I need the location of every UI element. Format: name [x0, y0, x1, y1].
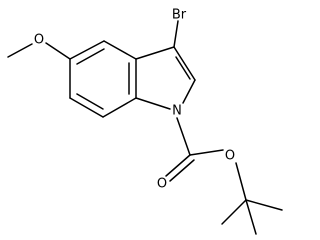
- atom-label-br: Br: [172, 8, 187, 23]
- bond-c7-c6: [69, 97, 104, 118]
- bond-c4-c3a: [103, 40, 137, 60]
- bond-o-quaternary: [235, 162, 247, 201]
- bond-tbu-methyl-left: [221, 199, 247, 225]
- bond-c7a-c7: [102, 97, 137, 118]
- bond-carbonyl-o-ester: [189, 149, 224, 156]
- bond-n1-c7a: [135, 97, 171, 110]
- bond-c3-c2: [173, 46, 196, 81]
- atom-label-o-carbonyl: O: [157, 177, 167, 192]
- bond-methyl-o: [7, 43, 33, 58]
- bond-c3-br: [173, 20, 179, 48]
- structure-canvas: Br O N O O: [7, 8, 283, 235]
- bond-c3a-c3: [135, 46, 175, 60]
- bond-c5-c4: [69, 40, 105, 60]
- bond-carbonyl-o-double-b: [169, 159, 195, 182]
- atom-label-o-ester: O: [225, 149, 235, 164]
- bond-carbonyl-o-double-a: [165, 154, 191, 177]
- bond-c7-c6-inner: [76, 93, 104, 110]
- bond-n1-carbonyl: [176, 117, 191, 156]
- bond-o-c5: [45, 42, 71, 60]
- atom-label-o-methoxy: O: [34, 33, 44, 48]
- bond-c3-c2-inner: [175, 56, 191, 80]
- bond-c5-c4-inner: [76, 48, 105, 65]
- bond-c2-n1: [182, 79, 196, 104]
- atom-label-n: N: [172, 104, 182, 119]
- bond-tbu-methyl-down: [245, 199, 257, 235]
- bond-tbu-methyl-right: [245, 199, 283, 211]
- molecule-drawing: Br O N O O: [7, 8, 283, 235]
